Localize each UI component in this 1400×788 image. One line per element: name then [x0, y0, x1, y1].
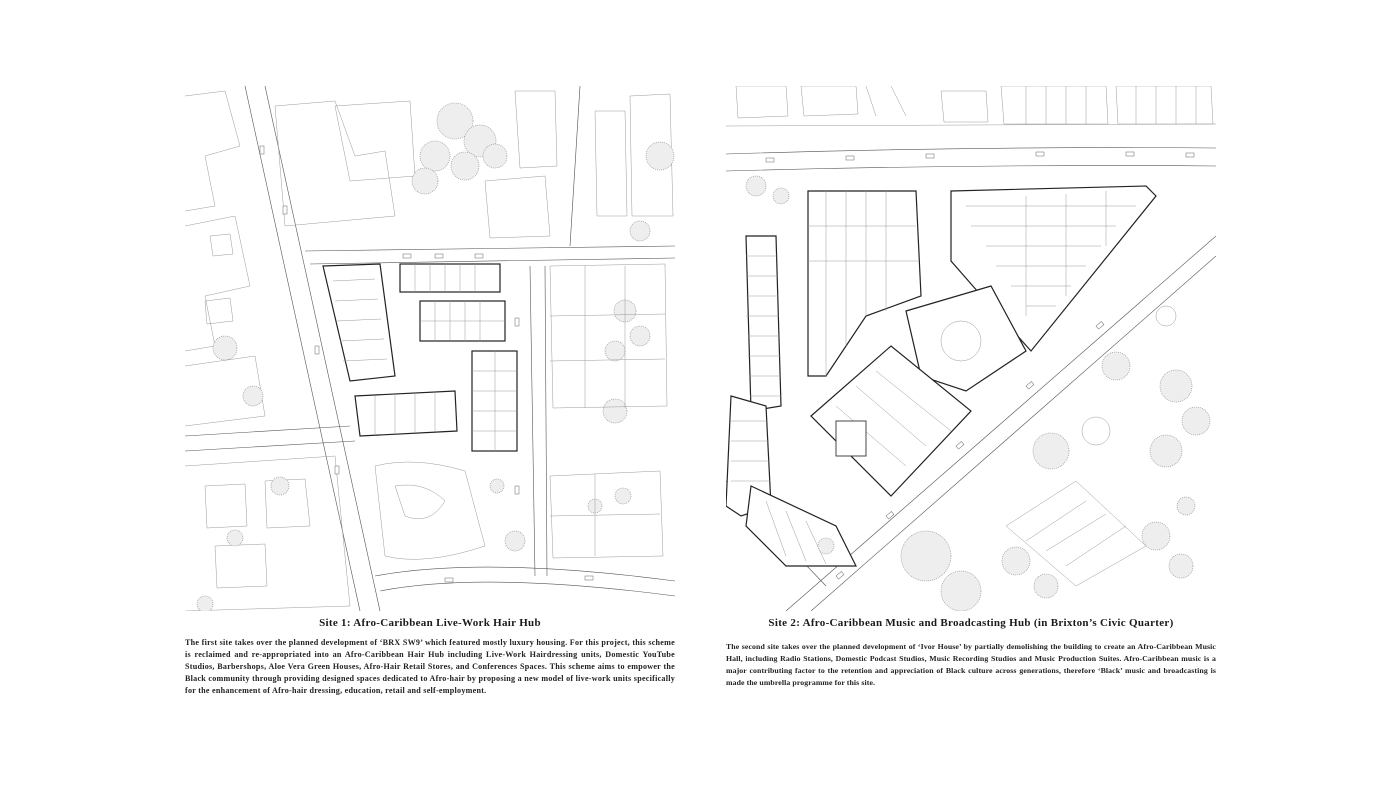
site-2-description: The second site takes over the planned d…	[726, 642, 1216, 687]
site-1-description: The first site takes over the planned de…	[185, 638, 675, 695]
site-1-panel: Site 1: Afro-Caribbean Live-Work Hair Hu…	[185, 86, 675, 697]
site-2-panel: Site 2: Afro-Caribbean Music and Broadca…	[726, 86, 1216, 689]
site-1-plan-drawing	[185, 86, 675, 611]
site-2-title: Site 2: Afro-Caribbean Music and Broadca…	[768, 617, 1174, 629]
site-1-title: Site 1: Afro-Caribbean Live-Work Hair Hu…	[319, 617, 541, 629]
site-2-plan-drawing	[726, 86, 1216, 611]
